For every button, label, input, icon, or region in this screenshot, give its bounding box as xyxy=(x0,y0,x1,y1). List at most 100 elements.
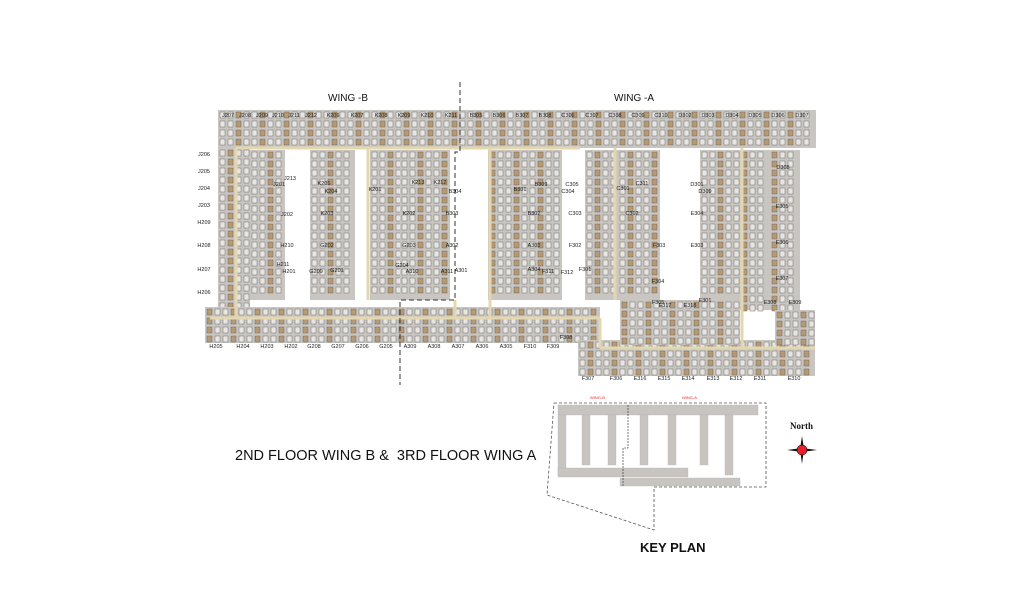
unit-label: E315 xyxy=(658,376,671,382)
unit-label: H209 xyxy=(197,220,210,226)
unit-label: J211 xyxy=(288,113,300,119)
key-plan-block xyxy=(557,404,759,416)
unit-label: E318 xyxy=(684,303,697,309)
unit-block xyxy=(310,150,355,300)
key-plan-wing-a: WING-A xyxy=(682,395,697,400)
unit-label: J205 xyxy=(198,169,210,175)
unit-label: A311 xyxy=(441,269,453,275)
unit-label: K201 xyxy=(369,187,382,193)
unit-label: J212 xyxy=(305,113,317,119)
unit-label: B301 xyxy=(514,187,527,193)
unit-label: H210 xyxy=(280,243,293,249)
unit-label: C302 xyxy=(625,211,638,217)
unit-label: C311 xyxy=(636,181,649,187)
unit-label: F302 xyxy=(569,243,582,249)
unit-label: E313 xyxy=(707,376,720,382)
compass-icon xyxy=(787,436,817,464)
unit-label: C303 xyxy=(568,211,581,217)
unit-label: G205 xyxy=(379,344,392,350)
unit-label: F306 xyxy=(610,376,623,382)
north-label: North xyxy=(790,421,813,431)
unit-label: E309 xyxy=(789,300,802,306)
unit-label: C301 xyxy=(616,186,629,192)
unit-label: E310 xyxy=(788,376,801,382)
unit-label: E305 xyxy=(776,204,789,210)
unit-label: A309 xyxy=(404,344,417,350)
unit-block xyxy=(620,300,740,345)
unit-block xyxy=(700,150,740,300)
unit-label: J203 xyxy=(198,203,210,209)
unit-block xyxy=(218,110,816,148)
unit-label: A308 xyxy=(428,344,441,350)
unit-label: A307 xyxy=(452,344,465,350)
unit-block xyxy=(770,150,800,312)
unit-label: E307 xyxy=(776,276,789,282)
unit-label: C308 xyxy=(608,113,621,119)
key-plan-block xyxy=(667,414,677,466)
unit-label: E316 xyxy=(634,376,647,382)
key-plan-blocks xyxy=(557,404,759,487)
unit-label: B304 xyxy=(449,189,462,195)
unit-label: F311 xyxy=(542,269,554,275)
unit-label: H208 xyxy=(197,243,210,249)
unit-label: B308 xyxy=(539,113,552,119)
key-plan-block xyxy=(557,414,567,476)
key-plan-block xyxy=(699,414,709,466)
unit-label: J206 xyxy=(198,152,210,158)
unit-label: D308 xyxy=(776,165,789,171)
unit-label: E314 xyxy=(682,376,695,382)
unit-label: H205 xyxy=(209,344,222,350)
unit-block xyxy=(618,150,660,300)
unit-label: F309 xyxy=(547,344,560,350)
unit-label: K203 xyxy=(321,211,334,217)
key-plan-divider xyxy=(622,405,629,486)
unit-label: A301 xyxy=(455,268,468,274)
unit-label: E304 xyxy=(691,211,704,217)
unit-label: E308 xyxy=(764,300,777,306)
unit-label: F308 xyxy=(560,335,573,341)
unit-label: F310 xyxy=(524,344,537,350)
unit-label: A304 xyxy=(528,267,541,273)
unit-label: H201 xyxy=(282,269,295,275)
unit-label: J202 xyxy=(281,212,293,218)
unit-label: E301 xyxy=(699,298,712,304)
unit-label: G207 xyxy=(331,344,344,350)
unit-label: H207 xyxy=(197,267,210,273)
unit-label: K204 xyxy=(325,189,338,195)
unit-label: K202 xyxy=(403,211,416,217)
unit-label: K212 xyxy=(434,180,447,186)
key-plan-wing-b: WING-B xyxy=(590,395,605,400)
unit-label: G209 xyxy=(309,269,322,275)
unit-label: K206 xyxy=(327,113,340,119)
building-blocks xyxy=(205,110,816,376)
unit-block xyxy=(205,307,600,343)
unit-block xyxy=(250,150,285,300)
unit-label: J213 xyxy=(284,176,296,182)
unit-label: E306 xyxy=(776,240,789,246)
unit-label: C309 xyxy=(631,113,644,119)
unit-label: D303 xyxy=(701,113,714,119)
unit-label: D301 xyxy=(690,182,703,188)
corridors xyxy=(210,146,815,350)
unit-block xyxy=(218,148,250,310)
unit-label: J204 xyxy=(198,186,210,192)
unit-label: K208 xyxy=(375,113,388,119)
unit-label: D305 xyxy=(748,113,761,119)
key-plan-block xyxy=(607,414,617,466)
unit-label: B305 xyxy=(470,113,483,119)
unit-label: H204 xyxy=(236,344,249,350)
key-plan-block xyxy=(639,414,649,466)
unit-label: H203 xyxy=(260,344,273,350)
unit-label: D302 xyxy=(678,113,691,119)
unit-label: G206 xyxy=(355,344,368,350)
unit-block xyxy=(520,150,562,300)
unit-label: E317 xyxy=(659,303,672,309)
unit-label: A305 xyxy=(500,344,513,350)
unit-label: F307 xyxy=(582,376,595,382)
unit-label: B307 xyxy=(516,113,529,119)
unit-label: B306 xyxy=(493,113,506,119)
unit-label: G203 xyxy=(402,243,415,249)
unit-label: B302 xyxy=(528,211,541,217)
unit-block xyxy=(400,150,450,300)
unit-label: K207 xyxy=(351,113,364,119)
